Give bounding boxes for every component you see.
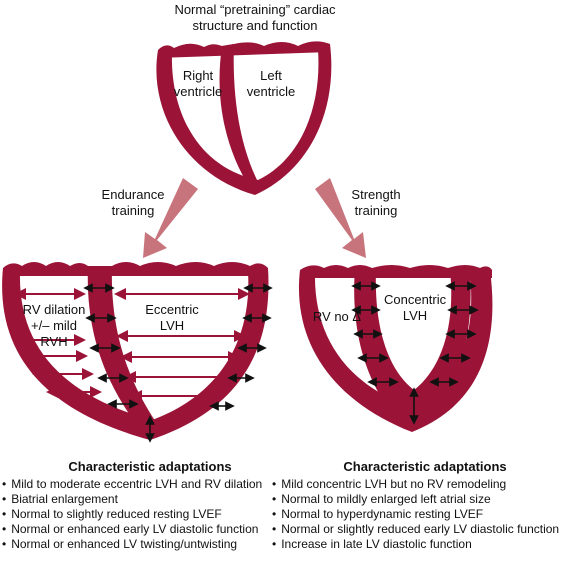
strength-adaptations-heading: Characteristic adaptations	[343, 459, 507, 474]
list-item: Increase in late LV diastolic function	[272, 537, 559, 552]
list-item: Normal or enhanced early LV diastolic fu…	[2, 522, 262, 537]
top-heart-valve-plane	[158, 41, 330, 58]
endurance-rv-label: RV dilation +/– mild RVH	[22, 302, 86, 349]
endurance-lv-dilation-arrows	[114, 288, 250, 402]
strength-lv-label: Concentric LVH	[384, 292, 447, 323]
top-heart-septum	[219, 44, 258, 188]
pretraining-title: Normal “pretraining” cardiac structure a…	[174, 2, 336, 33]
list-item: Normal or slightly reduced early LV dias…	[272, 522, 559, 537]
endurance-lv-label: Eccentric LVH	[145, 302, 199, 333]
endurance-wall-thickness-markers	[83, 283, 273, 443]
endurance-rv-dilation-arrows	[12, 288, 102, 398]
endurance-valve-plane	[3, 262, 268, 276]
strength-heart	[298, 265, 493, 432]
endurance-adaptations-heading: Characteristic adaptations	[68, 459, 232, 474]
list-item: Normal to mildly enlarged left atrial si…	[272, 492, 559, 507]
endurance-septum	[87, 266, 160, 432]
strength-valve-plane	[300, 265, 492, 278]
top-heart-outer-wall	[156, 44, 332, 195]
endurance-adaptations-list: Mild to moderate eccentric LVH and RV di…	[2, 477, 262, 552]
endurance-training-label: Endurance training	[101, 187, 165, 218]
list-item: Normal to slightly reduced resting LVEF	[2, 507, 262, 522]
strength-training-label: Strength training	[351, 187, 401, 218]
endurance-heart	[2, 262, 273, 443]
list-item: Normal or enhanced LV twisting/untwistin…	[2, 537, 262, 552]
left-ventricle-label: Left ventricle	[246, 68, 296, 99]
list-item: Normal to hyperdynamic resting LVEF	[272, 507, 559, 522]
strength-wall-thickness-markers	[351, 281, 479, 425]
strength-rv-label: RV no Δ	[312, 309, 362, 324]
strength-arrow	[315, 178, 366, 258]
strength-adaptations-list: Mild concentric LVH but no RV remodeling…	[272, 477, 559, 552]
list-item: Mild to moderate eccentric LVH and RV di…	[2, 477, 262, 492]
pretraining-heart	[156, 41, 332, 195]
endurance-arrow	[143, 178, 198, 258]
list-item: Biatrial enlargement	[2, 492, 262, 507]
right-ventricle-label: Right ventricle	[173, 68, 223, 99]
list-item: Mild concentric LVH but no RV remodeling	[272, 477, 559, 492]
